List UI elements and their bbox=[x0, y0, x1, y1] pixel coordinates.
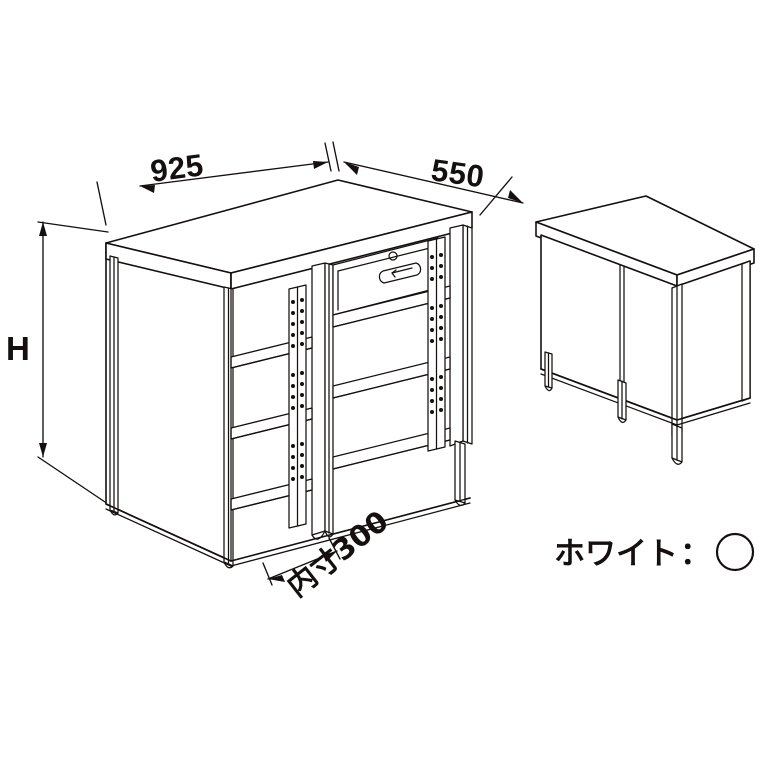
right-outer-post-strip bbox=[449, 224, 464, 447]
rear-center-leg bbox=[617, 379, 627, 424]
rear-right-leg bbox=[671, 423, 683, 465]
dimension-width-925 bbox=[96, 142, 332, 226]
front-cabinet-view bbox=[105, 179, 473, 569]
rear-left-leg bbox=[544, 351, 553, 392]
dimension-inner-300 bbox=[262, 537, 341, 586]
legend-color-name: ホワイト bbox=[554, 536, 678, 572]
color-legend: ホワイト ： bbox=[554, 532, 755, 572]
recessed-pull-handle[interactable] bbox=[378, 262, 422, 284]
drawer-lock-hole[interactable] bbox=[388, 251, 398, 261]
dimension-label-depth: 550 bbox=[429, 152, 487, 194]
dimension-label-width: 925 bbox=[148, 147, 205, 189]
legend-separator: ： bbox=[680, 536, 711, 572]
left-perforated-post bbox=[288, 284, 307, 529]
rear-cabinet-view bbox=[535, 195, 755, 465]
dimension-label-height: H bbox=[6, 330, 30, 367]
right-perforated-post bbox=[427, 236, 446, 452]
white-circle-swatch bbox=[715, 532, 755, 572]
dimension-height-h bbox=[37, 221, 109, 505]
rear-far-right-post bbox=[741, 260, 751, 402]
dimension-depth-550 bbox=[332, 141, 524, 216]
rear-right-body-panel bbox=[676, 260, 751, 421]
center-divider-post-front bbox=[311, 262, 326, 536]
